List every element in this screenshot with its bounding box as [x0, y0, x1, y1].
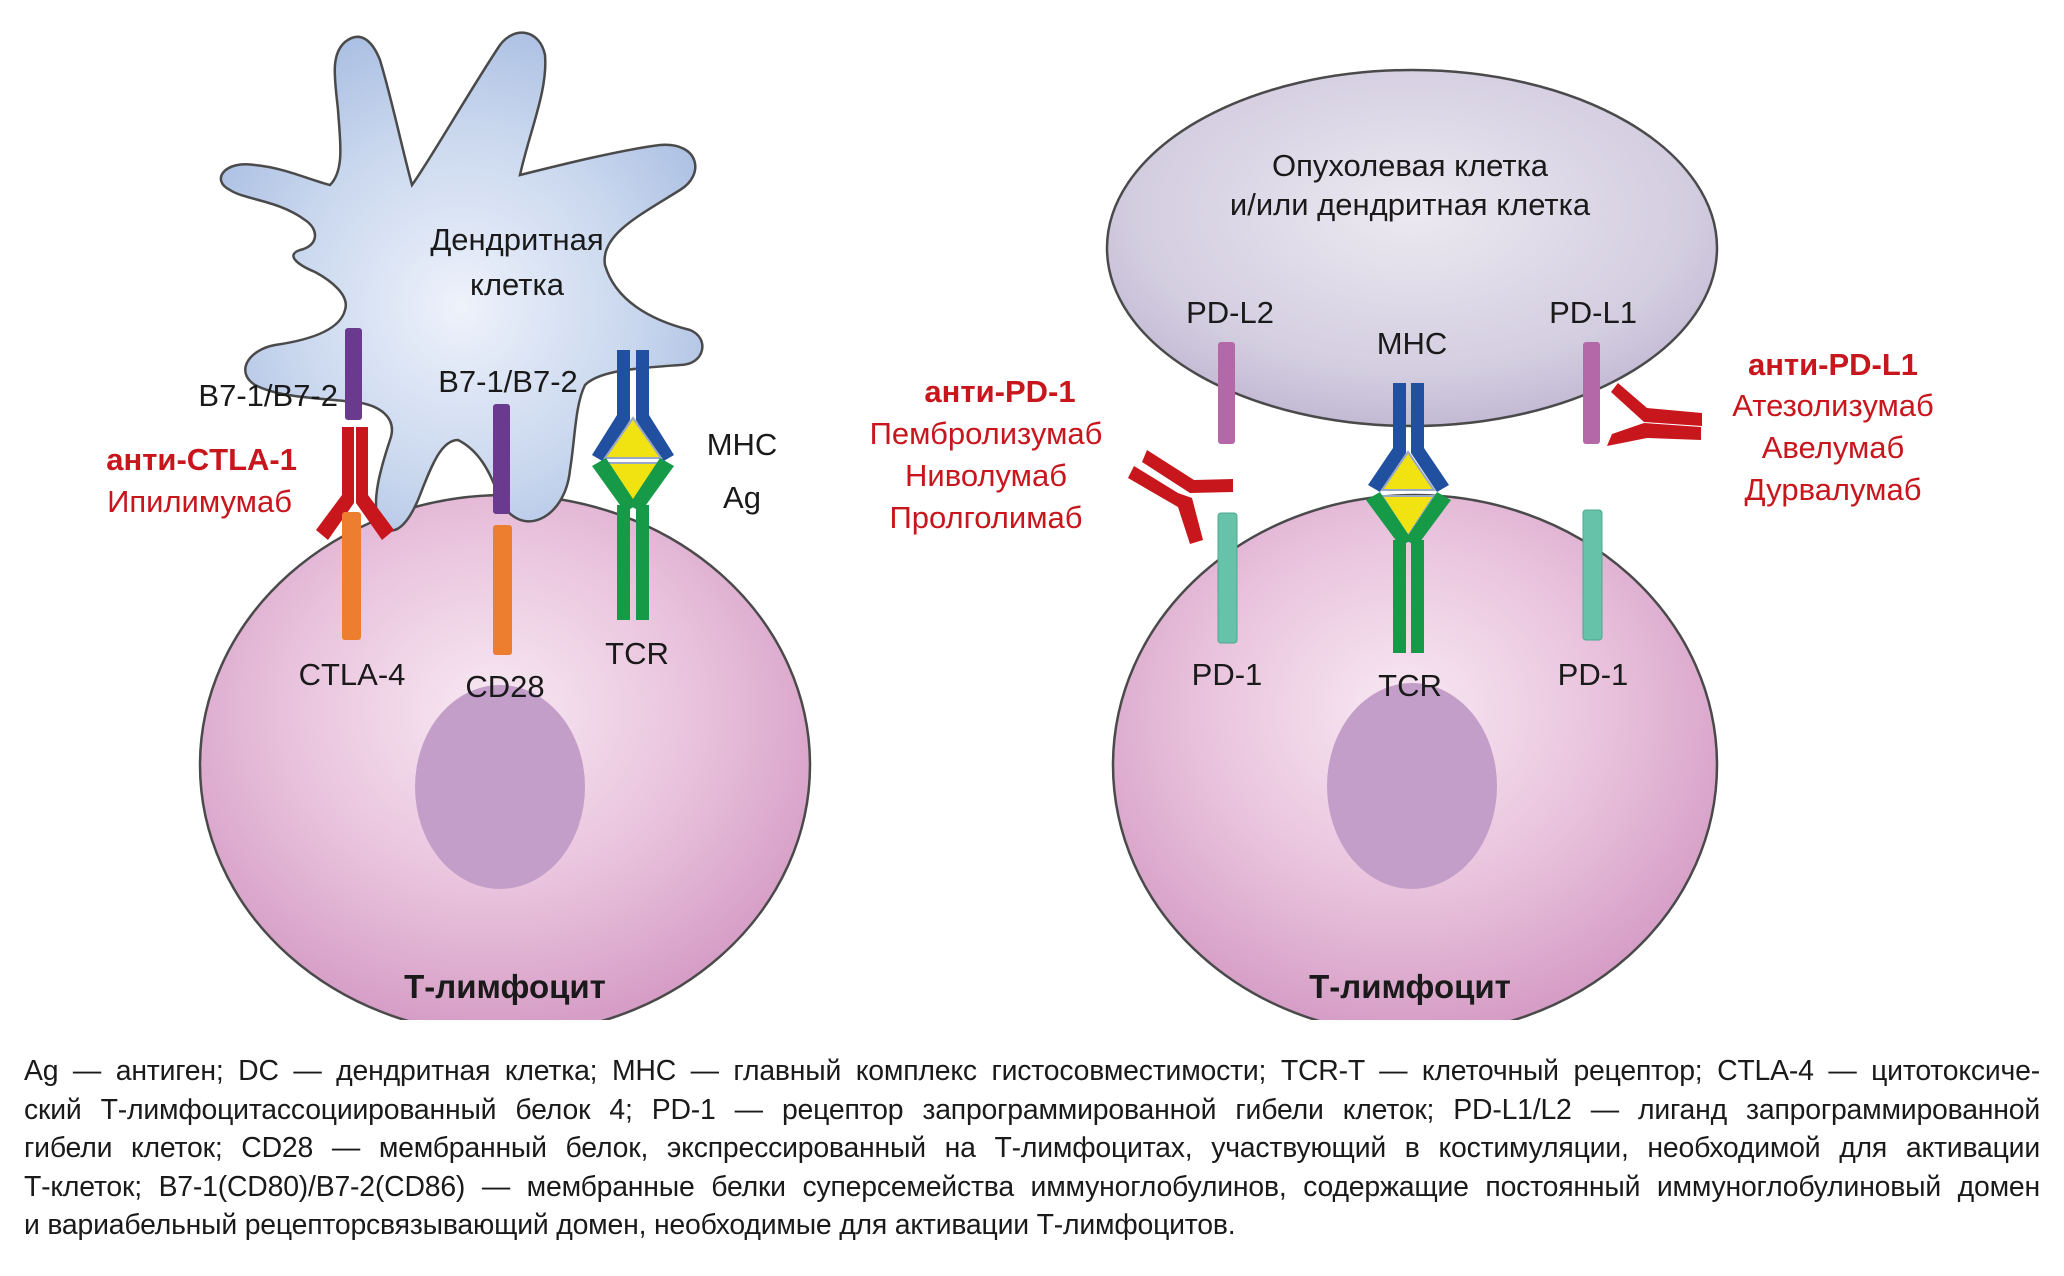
- nucleus-left: [415, 685, 585, 889]
- anti-pdl1-label: анти-PD-L1: [1748, 347, 1918, 382]
- caption-line: ский Т-лимфоцитассоциированный белок 4; …: [24, 1093, 2040, 1126]
- tcr-label-right: TCR: [1378, 668, 1442, 703]
- pdl2-ligand: [1218, 342, 1235, 444]
- mhc-molecule-left: [592, 350, 674, 462]
- b7-center-label: B7-1/B7-2: [438, 364, 578, 399]
- anti-ctla-label: анти-CTLA-1: [106, 442, 297, 477]
- tcr-molecule-right: [1366, 492, 1451, 653]
- durvalumab-label: Дурвалумаб: [1745, 472, 1922, 507]
- caption-line: и вариабельный рецепторсвязывающий домен…: [24, 1209, 1236, 1241]
- b7-center-receptor: [493, 404, 510, 514]
- nivolumab-label: Ниволумаб: [905, 458, 1067, 493]
- pd1-receptor-right: [1582, 509, 1603, 641]
- tcr-molecule-left: [592, 458, 674, 620]
- caption-line: Ag — антиген; DC — дендритная клетка; MH…: [24, 1055, 2040, 1087]
- right-panel: Опухолевая клетка и/или дендритная клетк…: [870, 68, 1934, 1020]
- ag-label: Ag: [723, 480, 761, 515]
- cd28-label: CD28: [465, 669, 544, 704]
- t-lymphocyte-title-right: Т-лимфоцит: [1309, 968, 1511, 1005]
- tcr-label-left: TCR: [605, 636, 669, 671]
- mhc-label-right: MHC: [1377, 326, 1448, 361]
- caption-line: гибели клеток; CD28 — мембранный белок, …: [24, 1132, 2040, 1164]
- t-lymphocyte-title-left: Т-лимфоцит: [404, 968, 606, 1005]
- atezolizumab-label: Атезолизумаб: [1732, 388, 1934, 423]
- antigen-upper-left: [603, 416, 663, 459]
- b7-left-label: B7-1/B7-2: [198, 378, 338, 413]
- tumor-cell-label-line1: Опухолевая клетка: [1272, 148, 1549, 183]
- pd1-receptor-left: [1217, 512, 1238, 644]
- mhc-antigen-tcr-complex-left: [592, 350, 674, 620]
- mhc-molecule-right: [1368, 383, 1449, 492]
- prolgolimab-label: Пролголимаб: [889, 500, 1082, 535]
- immune-checkpoint-diagram: Дендритная клетка B7-1/B7-2 анти-CTLA-1 …: [106, 31, 1934, 1020]
- caption-line: Т-клеток; B7-1(CD80)/B7-2(CD86) — мембра…: [24, 1170, 2040, 1203]
- pdl1-ligand: [1583, 342, 1600, 444]
- pd1-label-left: PD-1: [1192, 657, 1263, 692]
- dendritic-cell: [219, 31, 704, 532]
- ctla4-receptor: [342, 512, 361, 640]
- avelumab-label: Авелумаб: [1762, 430, 1905, 465]
- antigen-upper-right: [1380, 450, 1436, 491]
- dendritic-cell-label-line1: Дендритная: [430, 222, 603, 257]
- anti-pd1-antibody-icon: [1128, 450, 1233, 544]
- anti-pdl1-antibody-icon: [1607, 383, 1702, 446]
- nucleus-right: [1327, 683, 1497, 889]
- cd28-receptor: [493, 525, 512, 655]
- tumor-cell-label-line2: и/или дендритная клетка: [1230, 187, 1591, 222]
- anti-ctla-antibody-icon: [316, 427, 394, 540]
- pdl2-label: PD-L2: [1186, 295, 1274, 330]
- anti-pd1-label: анти-PD-1: [924, 374, 1075, 409]
- dendritic-cell-label-line2: клетка: [470, 267, 565, 302]
- mhc-label-left: MHC: [707, 427, 778, 462]
- ctla4-label: CTLA-4: [299, 657, 406, 692]
- pd1-label-right: PD-1: [1558, 657, 1629, 692]
- figure-caption: Ag — антиген; DC — дендритная клетка; MH…: [24, 1052, 2040, 1245]
- mhc-antigen-tcr-complex-right: [1366, 383, 1451, 653]
- pdl1-label: PD-L1: [1549, 295, 1637, 330]
- ipilimumab-label: Ипилимумаб: [107, 484, 292, 519]
- b7-left-receptor: [345, 328, 362, 420]
- tumor-cell: [1105, 68, 1719, 428]
- left-panel: Дендритная клетка B7-1/B7-2 анти-CTLA-1 …: [106, 31, 812, 1020]
- pembrolizumab-label: Пембролизумаб: [870, 416, 1103, 451]
